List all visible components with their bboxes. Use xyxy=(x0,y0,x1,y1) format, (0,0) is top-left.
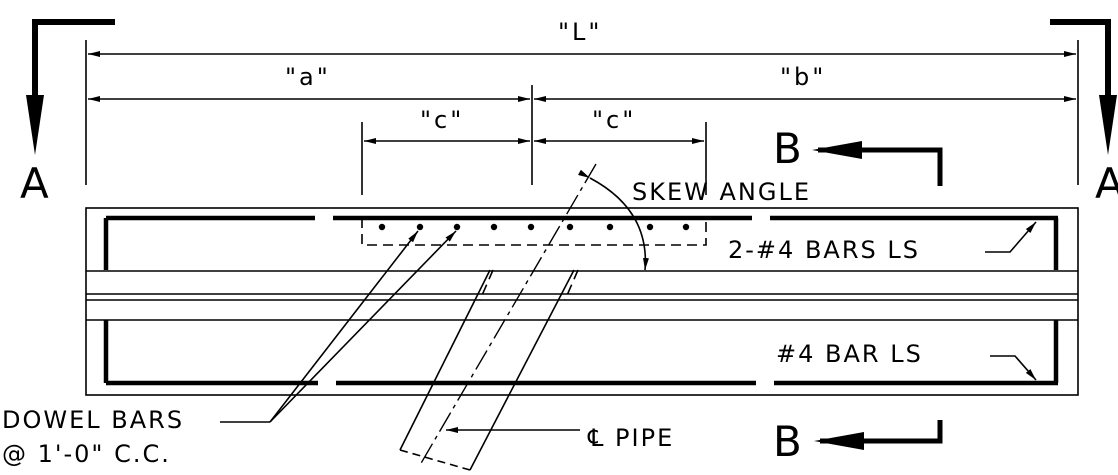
bar-bottom-label: #4 BAR LS xyxy=(776,340,923,368)
dimension-b-label: "b" xyxy=(780,63,826,91)
dimension-a-label: "a" xyxy=(285,63,331,91)
dimension-c-right-label: "c" xyxy=(592,106,636,134)
dowel-leaders xyxy=(220,230,457,423)
dowel-spacing-label: @ 1'-0" C.C. xyxy=(2,440,171,468)
section-b-bottom-marker xyxy=(814,420,943,450)
pipe-label: ℄ PIPE xyxy=(587,424,674,452)
reinforcing-bars xyxy=(103,215,1059,386)
section-b-bottom-label: B xyxy=(773,417,802,466)
dowel-zone-outline xyxy=(361,218,707,246)
dimension-l-label: "L" xyxy=(558,18,602,46)
section-b-top-label: B xyxy=(773,124,802,173)
pipe-centerline xyxy=(419,163,597,466)
bars-top-leader xyxy=(985,221,1037,253)
dimension-c-left-label: "c" xyxy=(420,106,464,134)
dowel-bars-label: DOWEL BARS xyxy=(2,406,184,434)
extension-lines xyxy=(85,40,1079,195)
pipe xyxy=(399,269,579,471)
section-b-top-marker xyxy=(812,141,943,186)
section-a-left-label: A xyxy=(20,159,49,208)
bar-bottom-leader xyxy=(990,355,1037,381)
dowel-bars xyxy=(378,223,690,231)
skew-angle-label: SKEW ANGLE xyxy=(632,178,811,206)
section-a-left-marker xyxy=(26,19,115,155)
section-a-right-label: A xyxy=(1095,159,1118,208)
bars-top-label: 2-#4 BARS LS xyxy=(728,236,920,264)
skew-angle-arc xyxy=(578,169,649,271)
section-a-right-marker xyxy=(1050,19,1117,155)
headwall-outline xyxy=(85,207,1079,396)
